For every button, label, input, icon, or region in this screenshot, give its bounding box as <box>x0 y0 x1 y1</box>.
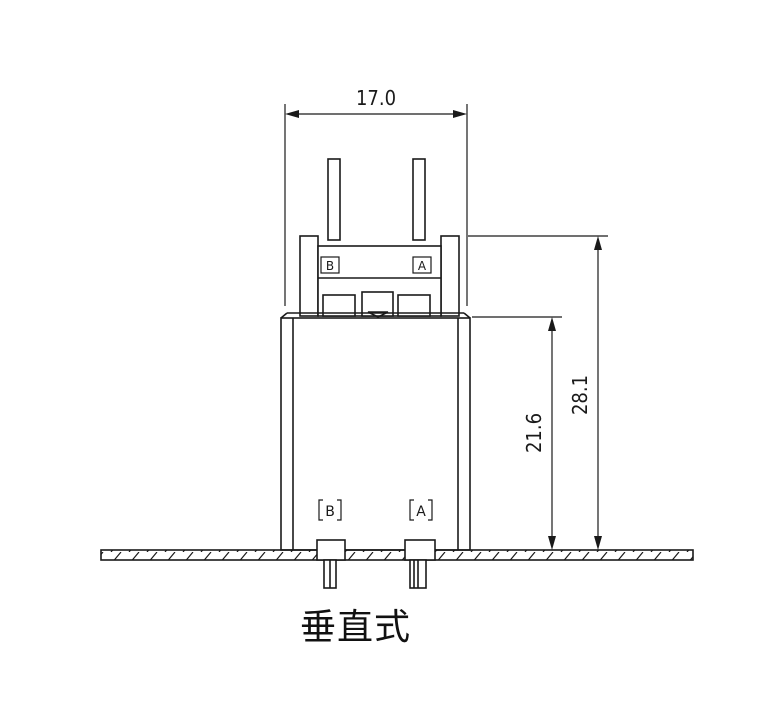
body-height-dimension: 21.6 <box>472 316 562 550</box>
width-dimension: 17.0 <box>284 86 468 306</box>
bottom-label-b: B <box>318 499 342 521</box>
body-height-value: 21.6 <box>522 413 546 453</box>
main-body: B A <box>280 312 471 551</box>
top-pins <box>327 158 426 241</box>
svg-text:B: B <box>325 504 335 520</box>
width-dimension-value: 17.0 <box>356 86 396 110</box>
mounting-board <box>100 549 694 561</box>
total-height-dimension: 28.1 <box>468 235 608 550</box>
top-housing: B A <box>299 235 460 318</box>
svg-text:A: A <box>416 504 426 520</box>
bottom-pins <box>316 539 436 589</box>
top-label-b: B <box>326 259 334 273</box>
total-height-value: 28.1 <box>568 375 592 415</box>
top-label-a: A <box>418 259 427 273</box>
bottom-label-a: A <box>409 499 433 521</box>
drawing-caption: 垂直式 <box>300 607 412 648</box>
